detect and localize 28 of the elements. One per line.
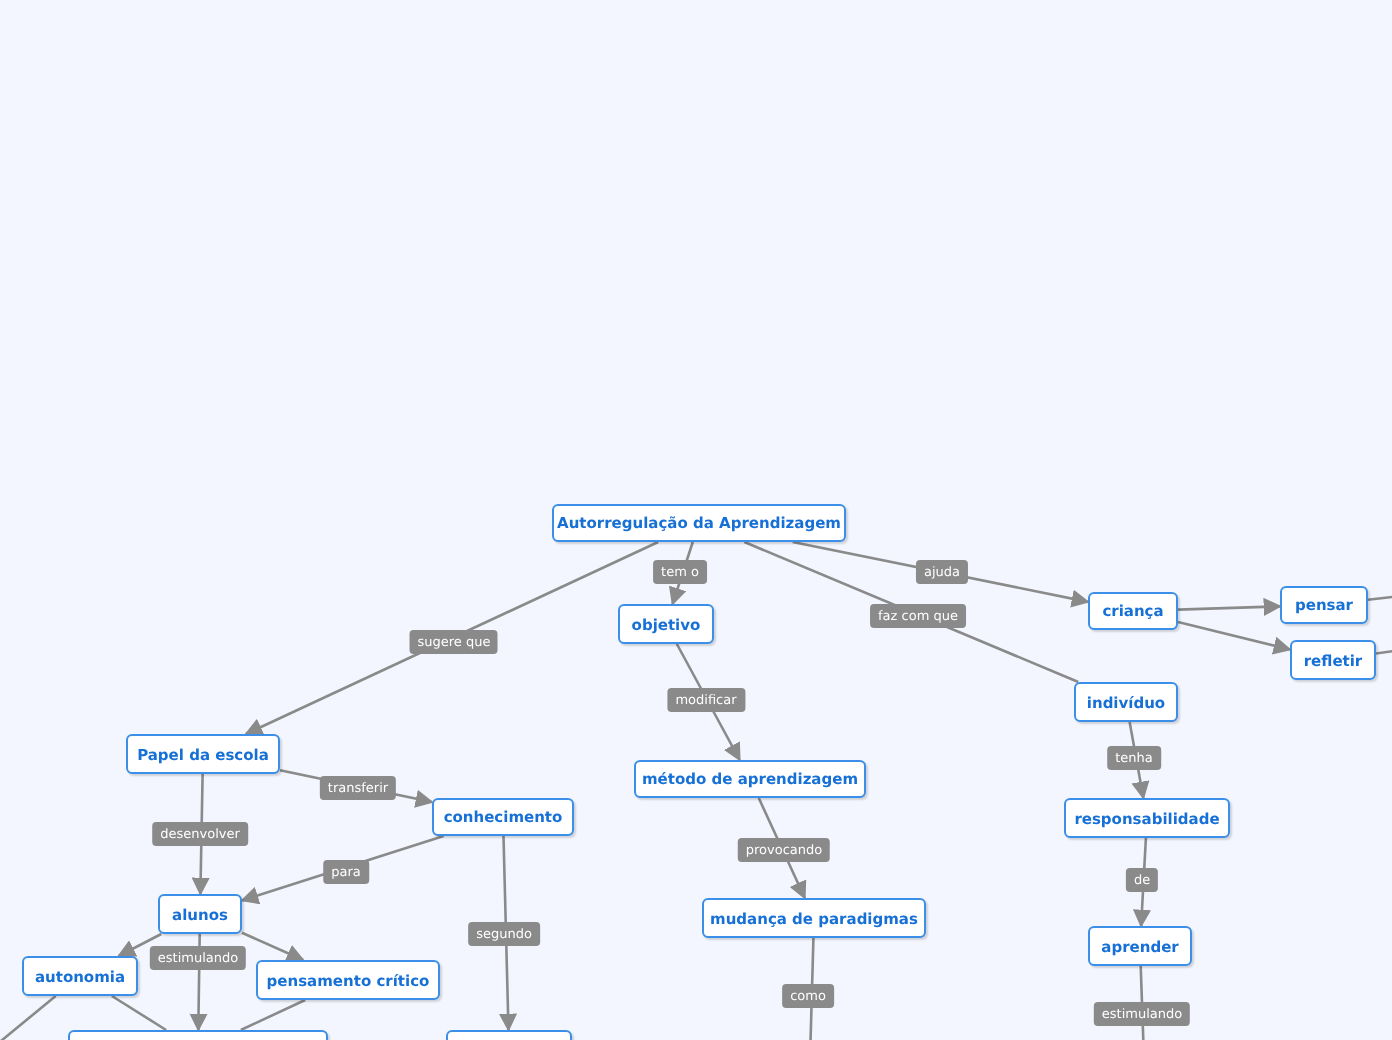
- arrow: [1177, 597, 1282, 616]
- concept-box: [1088, 592, 1178, 630]
- arrow: [241, 931, 305, 962]
- concept-box: [1290, 640, 1376, 680]
- concept-box: [702, 898, 926, 938]
- arrow: [1177, 620, 1292, 655]
- concept-box: [634, 760, 866, 798]
- concept-box: [432, 798, 574, 836]
- arrow: [244, 540, 659, 736]
- arrow: [1132, 837, 1152, 928]
- connector-line: [1367, 594, 1392, 602]
- connector-line: [111, 994, 167, 1032]
- concept-box: [552, 504, 846, 542]
- arrow: [117, 932, 162, 958]
- connector-line: [0, 995, 57, 1040]
- concept-box: [1088, 926, 1192, 966]
- arrow: [498, 835, 518, 1032]
- concept-box: [158, 894, 242, 934]
- concept-box: [256, 960, 440, 1000]
- concept-box: [22, 956, 138, 996]
- concept-box: [126, 734, 280, 774]
- connector-line: [1375, 648, 1392, 655]
- arrow: [240, 834, 445, 905]
- concept-box: [1074, 682, 1178, 722]
- concept-box: [1280, 586, 1368, 624]
- connector-line: [240, 998, 306, 1032]
- concept-box: [618, 604, 714, 644]
- concept-box: [1064, 798, 1230, 838]
